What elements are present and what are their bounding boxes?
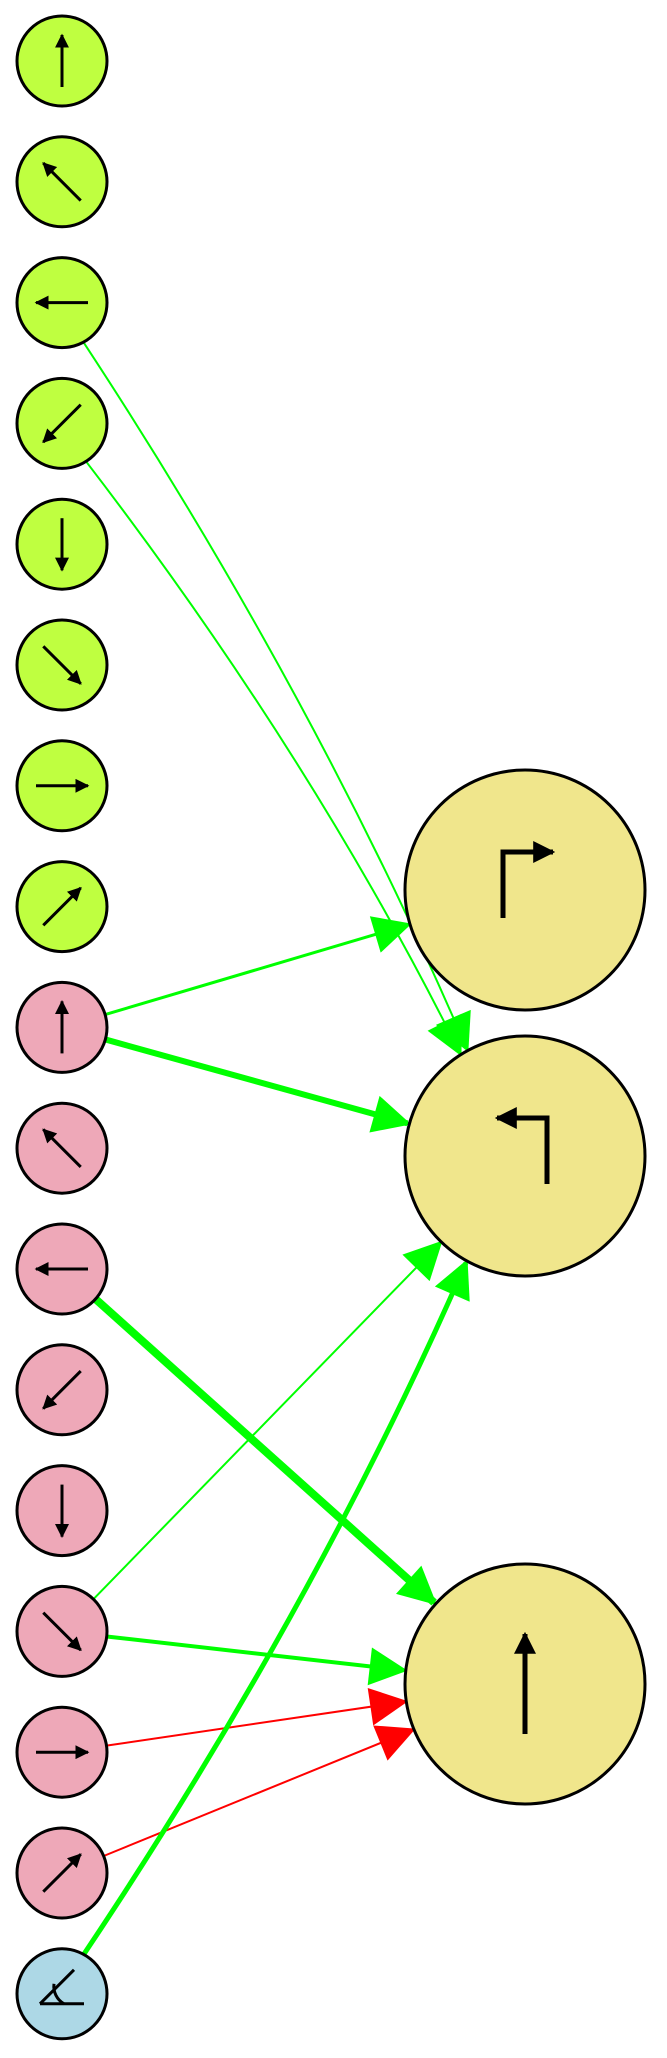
connection-b-up-to-turn-right [104, 916, 412, 1017]
arrow-up-left-icon [42, 1128, 82, 1168]
arrow-down-left-icon [42, 403, 82, 444]
output-node-turn-left [403, 1034, 647, 1278]
connection-b-up-to-turn-left [104, 1036, 412, 1133]
arrow-up-left-icon [42, 162, 82, 202]
input-node-b-left [15, 1222, 109, 1316]
input-node-b-downleft [15, 1343, 109, 1437]
connection-b-downright-to-turn-left [92, 1240, 443, 1600]
connection-b-left-to-straight [92, 1296, 437, 1606]
nodes [15, 14, 647, 2041]
input-node-a-downleft [15, 376, 109, 470]
input-node-a-downright [15, 618, 109, 712]
input-node-b-downright [15, 1584, 109, 1678]
input-node-a-left [15, 256, 109, 350]
arrow-down-right-icon [42, 645, 82, 685]
output-node-straight [403, 1562, 647, 1806]
input-node-a-right [15, 739, 109, 833]
input-node-a-up [15, 14, 109, 108]
arrow-down-left-icon [42, 1370, 82, 1410]
input-node-b-right [15, 1705, 109, 1799]
connection-a-left-to-turn-left [82, 341, 471, 1053]
input-node-c-angle [15, 1947, 109, 2041]
input-node-b-upright [15, 1826, 109, 1920]
connection-b-downright-to-straight [106, 1634, 408, 1686]
turn-right-icon [500, 841, 556, 918]
connection-b-right-to-straight [106, 1687, 409, 1747]
output-node-turn-right [403, 768, 647, 1012]
input-node-a-upleft [15, 135, 109, 229]
connection-a-downleft-to-turn-left [85, 460, 462, 1057]
arrow-up-right-icon [42, 886, 82, 927]
input-node-b-up [15, 980, 109, 1074]
input-node-a-down [15, 497, 109, 591]
connections [81, 341, 471, 1956]
input-node-b-down [15, 1464, 109, 1558]
turn-left-icon [494, 1107, 550, 1184]
input-node-a-upright [15, 860, 109, 954]
arrow-up-right-icon [42, 1853, 82, 1893]
connection-b-upright-to-straight [103, 1725, 416, 1857]
angle-icon [38, 1968, 84, 2006]
connection-c-angle-to-turn-left [81, 1259, 470, 1956]
input-node-b-upleft [15, 1101, 109, 1195]
arrow-down-right-icon [42, 1611, 82, 1652]
